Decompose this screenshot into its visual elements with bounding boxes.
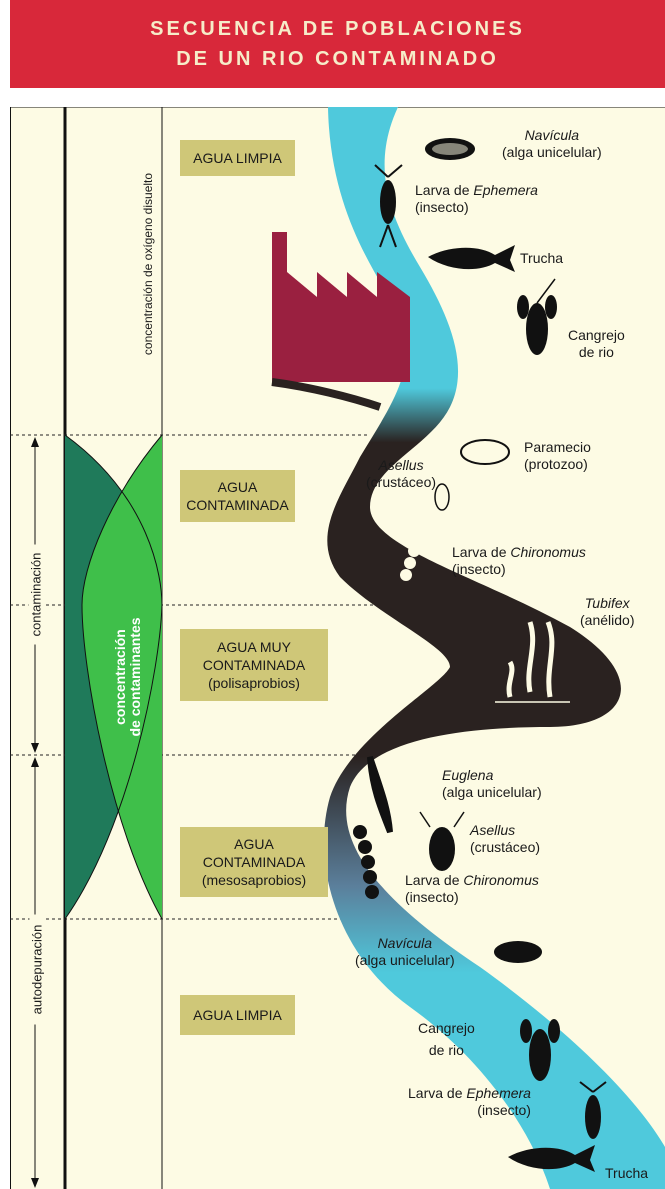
label-asellus-1: Asellus(crustáceo) (366, 457, 437, 490)
ephemera-icon-bottom (579, 1081, 607, 1139)
label-trucha-top: Trucha (520, 250, 564, 266)
zone-clean-top: AGUA LIMPIA (180, 140, 295, 176)
river-diagram (10, 107, 665, 1189)
contaminants-line-1: concentración (112, 629, 128, 725)
label-paramecio: Paramecio(protozoo) (524, 439, 591, 472)
label-navicula-top: Navícula(alga unicelular) (502, 127, 602, 160)
navicula-icon-bottom (494, 941, 542, 963)
ephemera-icon-top (374, 164, 403, 248)
title-line-1: SECUENCIA DE POBLACIONES (150, 18, 525, 40)
river (323, 107, 665, 1189)
diagram-panel: concentración de oxígeno disuelto concen… (10, 107, 665, 1189)
label-chironomus-1: Larva de Chironomus(insecto) (452, 544, 586, 577)
contaminants-axis-label: concentración de contaminantes (112, 597, 143, 757)
euglena-icon (367, 756, 393, 834)
oxygen-curve (64, 434, 163, 920)
title-line-2: DE UN RIO CONTAMINADO (176, 48, 499, 70)
label-tubifex: Tubifex(anélido) (580, 595, 635, 628)
trucha-icon-top (428, 245, 515, 272)
tubifex-icon (495, 621, 570, 703)
contaminant-curve (81, 434, 163, 920)
contamination-arrowhead-bottom (31, 743, 39, 753)
oxygen-axis-label: concentración de oxígeno disuelto (141, 172, 155, 356)
contaminants-line-2: de contaminantes (127, 617, 143, 737)
label-chironomus-2: Larva de Chironomus(insecto) (405, 872, 539, 905)
cangrejo-icon-bottom (520, 1019, 560, 1081)
zone-clean-bottom: AGUA LIMPIA (180, 995, 295, 1035)
label-navicula-bottom: Navícula(alga unicelular) (355, 935, 455, 968)
label-asellus-2: Asellus(crustáceo) (470, 822, 541, 855)
label-euglena: Euglena(alga unicelular) (442, 767, 542, 800)
title-banner: SECUENCIA DE POBLACIONES DE UN RIO CONTA… (10, 0, 665, 88)
asellus-icon-1 (434, 483, 450, 511)
trucha-icon-bottom (508, 1145, 595, 1172)
paramecio-icon (460, 439, 510, 465)
selfpurification-arrowhead-bottom (31, 1178, 39, 1188)
contaminant-band (82, 435, 162, 919)
cangrejo-icon-top (517, 278, 557, 355)
label-trucha-bottom: Trucha (605, 1165, 649, 1181)
contamination-arrowhead-top (31, 437, 39, 447)
selfpurification-label: autodepuración (29, 914, 45, 1025)
label-ephemera-top: Larva de Ephemera(insecto) (415, 182, 538, 215)
label-ephemera-bottom: Larva de Ephemera(insecto) (408, 1085, 531, 1118)
selfpurification-arrowhead-top (31, 757, 39, 767)
contamination-label: contaminación (28, 544, 44, 645)
factory-icon (271, 232, 410, 411)
chironomus-icon-2 (353, 825, 379, 899)
asellus-icon-2 (419, 811, 465, 871)
chironomus-icon-1 (400, 509, 422, 581)
